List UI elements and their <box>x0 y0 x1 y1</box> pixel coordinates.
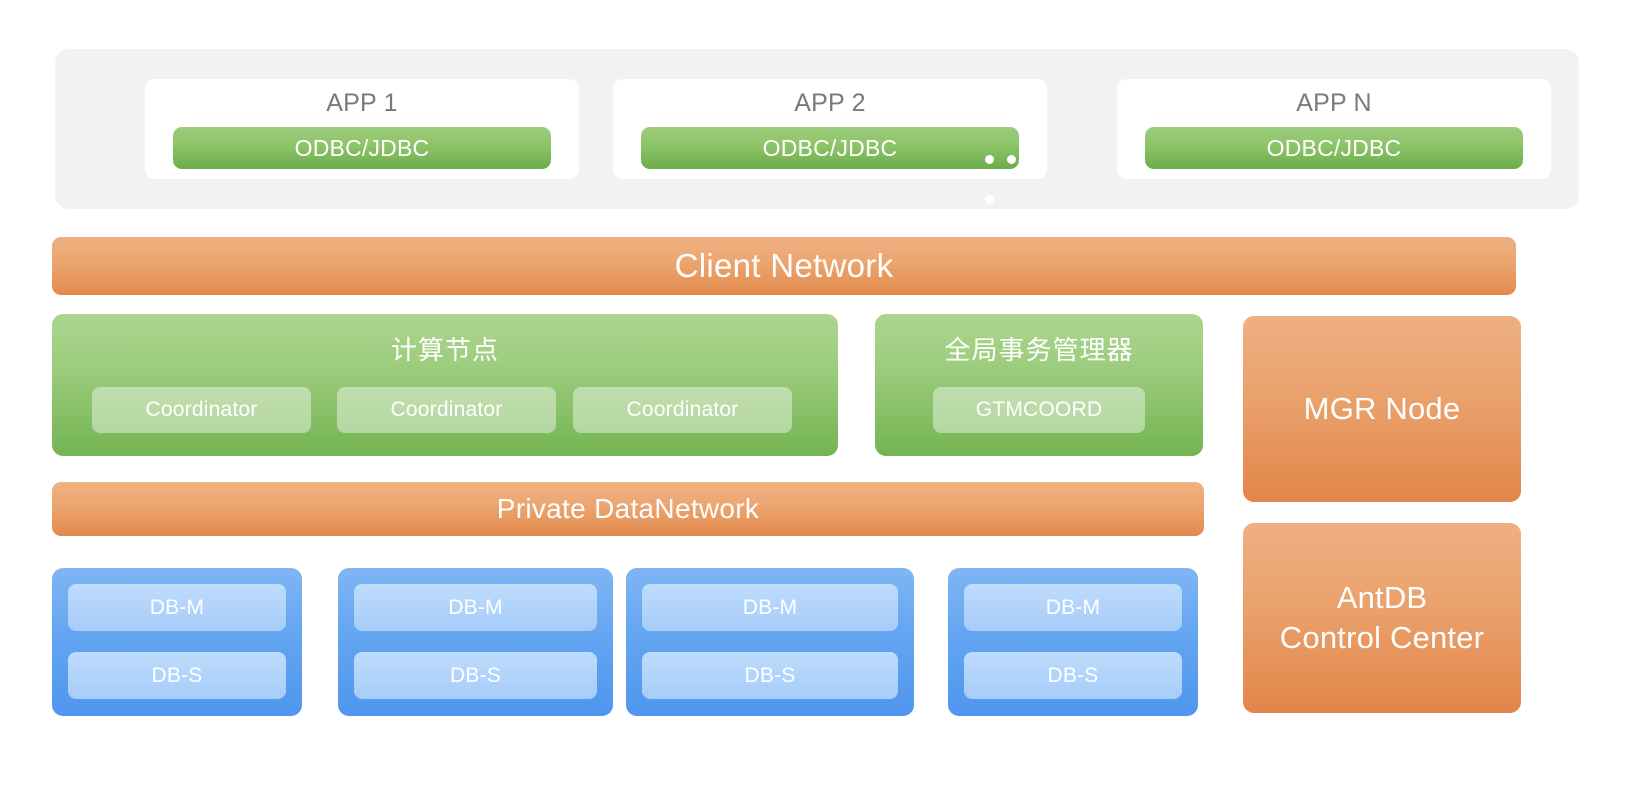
db-group: DB-M DB-S <box>948 568 1198 716</box>
db-slave-chip[interactable]: DB-S <box>354 652 597 699</box>
antdb-control-center-block[interactable]: AntDB Control Center <box>1243 523 1521 713</box>
ellipsis-dot-icon <box>1007 155 1016 164</box>
coordinator-chip[interactable]: Coordinator <box>573 387 792 433</box>
antdb-label: AntDB <box>1336 580 1428 616</box>
global-transaction-manager-panel: 全局事务管理器 GTMCOORD <box>875 314 1203 456</box>
app-card-n[interactable]: APP N ODBC/JDBC <box>1117 79 1551 179</box>
db-group: DB-M DB-S <box>52 568 302 716</box>
db-slave-chip[interactable]: DB-S <box>642 652 898 699</box>
db-group: DB-M DB-S <box>338 568 613 716</box>
ellipsis-dot-icon <box>985 195 994 204</box>
mgr-node-block[interactable]: MGR Node <box>1243 316 1521 502</box>
db-group: DB-M DB-S <box>626 568 914 716</box>
gtmcoord-chip[interactable]: GTMCOORD <box>933 387 1145 433</box>
app-card-title: APP N <box>1296 89 1372 117</box>
client-network-bar: Client Network <box>52 237 1516 295</box>
odbc-jdbc-chip[interactable]: ODBC/JDBC <box>173 127 551 169</box>
app-card-2[interactable]: APP 2 ODBC/JDBC <box>613 79 1047 179</box>
ellipsis-dot-icon <box>985 155 994 164</box>
db-slave-chip[interactable]: DB-S <box>964 652 1182 699</box>
gtm-title: 全局事务管理器 <box>944 335 1134 365</box>
compute-node-panel: 计算节点 Coordinator Coordinator Coordinator <box>52 314 838 456</box>
db-slave-chip[interactable]: DB-S <box>68 652 286 699</box>
compute-node-title: 计算节点 <box>390 335 499 365</box>
application-tier-panel: APP 1 ODBC/JDBC APP 2 ODBC/JDBC APP N OD… <box>55 49 1579 209</box>
db-master-chip[interactable]: DB-M <box>642 584 898 631</box>
app-card-title: APP 2 <box>794 89 866 117</box>
odbc-jdbc-chip[interactable]: ODBC/JDBC <box>1145 127 1523 169</box>
db-master-chip[interactable]: DB-M <box>68 584 286 631</box>
db-master-chip[interactable]: DB-M <box>964 584 1182 631</box>
control-center-label: Control Center <box>1279 620 1485 655</box>
odbc-jdbc-chip[interactable]: ODBC/JDBC <box>641 127 1019 169</box>
private-datanetwork-bar: Private DataNetwork <box>52 482 1204 536</box>
app-card-title: APP 1 <box>326 89 398 117</box>
app-card-1[interactable]: APP 1 ODBC/JDBC <box>145 79 579 179</box>
coordinator-chip[interactable]: Coordinator <box>337 387 556 433</box>
db-master-chip[interactable]: DB-M <box>354 584 597 631</box>
coordinator-chip[interactable]: Coordinator <box>92 387 311 433</box>
